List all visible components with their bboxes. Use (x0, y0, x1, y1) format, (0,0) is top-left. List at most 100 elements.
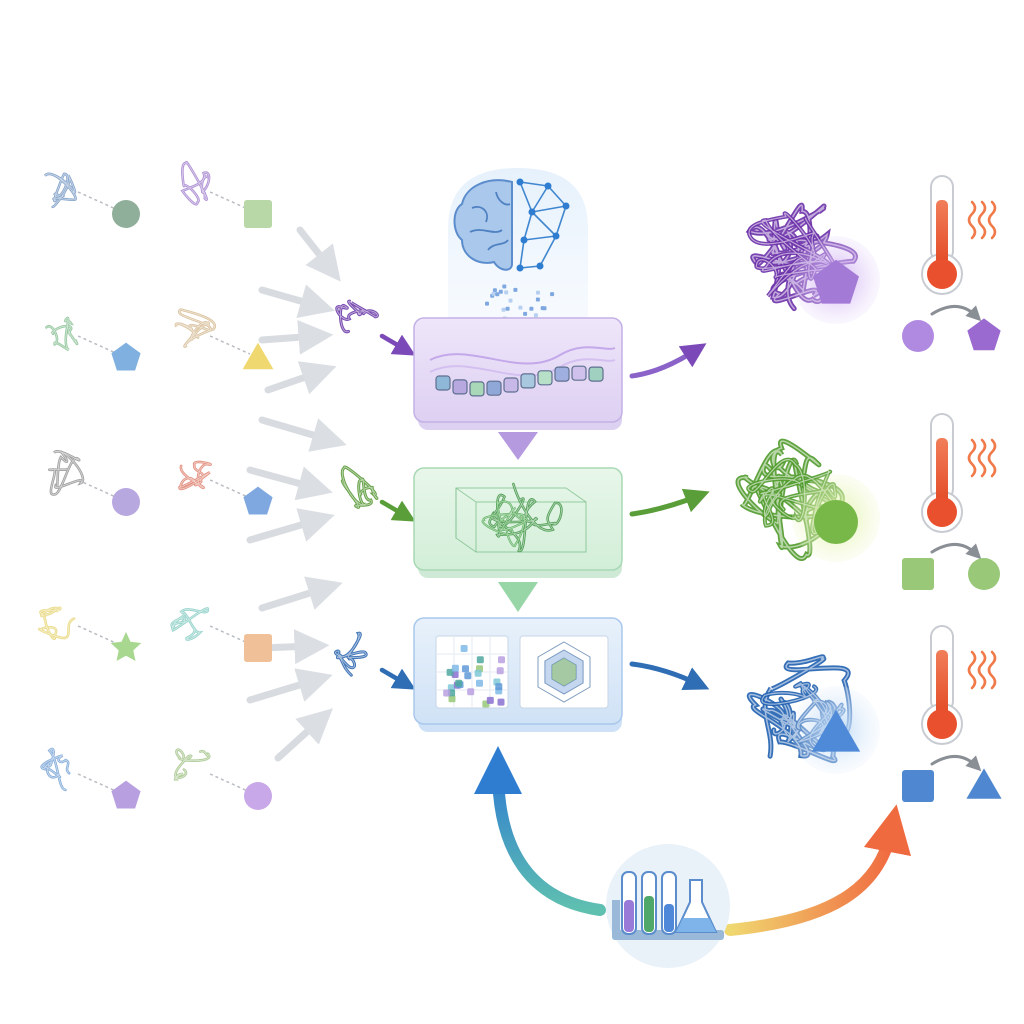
brain-network-icon (453, 178, 570, 272)
selected-arrow (379, 499, 416, 522)
thermometer-icon (921, 175, 963, 295)
pentagon-ligand-icon (111, 780, 141, 809)
library-protein (43, 172, 77, 209)
structure-down-arrow (498, 582, 538, 612)
scatter-point (443, 689, 451, 697)
module-output-arrows (629, 343, 710, 690)
sequence-down-arrow (498, 432, 538, 460)
heat-waves-icon (967, 650, 997, 690)
sequence-bead (486, 380, 502, 396)
library-protein (37, 606, 76, 641)
library-protein (180, 160, 211, 206)
triangle-ligand-icon (811, 709, 861, 752)
pentagon-end-icon (967, 318, 1001, 351)
module-structure (413, 467, 623, 612)
data-dot (485, 301, 489, 306)
flow-arrow (246, 668, 333, 704)
flow-arrow (258, 416, 347, 452)
data-dot (504, 290, 509, 295)
loop-arrow-to-screening (474, 746, 606, 916)
pentagon-ligand-icon (813, 259, 859, 304)
library-protein (45, 316, 79, 352)
scatter-point (446, 668, 454, 676)
circle-ligand-icon (112, 200, 140, 228)
square-start-icon (902, 770, 934, 802)
scatter-point (498, 656, 505, 664)
output-blue-design (746, 625, 1002, 802)
triangle-ligand-icon (242, 342, 274, 370)
output-purple-design (745, 175, 1001, 352)
library-protein (174, 308, 217, 348)
data-dot (491, 291, 496, 296)
test-tubes-flask-icon (606, 844, 730, 968)
circle-ligand-icon (112, 488, 140, 516)
library-candidate (45, 316, 141, 371)
scatter-point (460, 645, 468, 652)
data-dot (550, 292, 555, 297)
sequence-bead (503, 377, 519, 393)
heat-waves-icon (967, 438, 997, 478)
sequence-bead (435, 375, 451, 391)
data-dot (495, 292, 500, 297)
scatter-point (451, 664, 459, 672)
scatter-point (462, 665, 469, 673)
selected-arrow (379, 667, 416, 690)
circle-end-icon (968, 558, 1000, 590)
data-dot (498, 289, 503, 294)
sequence-bead (537, 370, 553, 386)
library-candidate (43, 172, 140, 228)
data-dot (535, 297, 540, 302)
designed-outputs (735, 175, 1002, 802)
structure-ribbon (481, 500, 528, 548)
heat-waves-icon (967, 200, 997, 240)
pentagon-ligand-icon (243, 486, 273, 515)
library-protein (170, 607, 210, 641)
scatter-radar-icon (435, 635, 609, 709)
library-candidate (174, 308, 274, 370)
scatter-point (496, 667, 504, 675)
sequence-bead (588, 366, 604, 382)
data-dot (502, 284, 507, 289)
library-candidate (48, 450, 140, 516)
transform-arrow (930, 755, 982, 772)
data-dot (508, 298, 513, 303)
scatter-point (495, 683, 503, 691)
candidate-library (37, 160, 274, 810)
library-protein (178, 460, 212, 491)
flow-arrow (258, 284, 335, 319)
selected-candidates (334, 299, 416, 690)
circle-ligand-icon (814, 500, 858, 544)
transform-arrow (930, 543, 982, 560)
sequence-bead (554, 366, 570, 382)
transform-arrow (930, 305, 982, 322)
loop-arrow-to-output (724, 804, 911, 936)
scatter-point (474, 669, 482, 677)
triangle-end-icon (966, 768, 1002, 799)
structure-ribbon (488, 482, 563, 553)
module-sequence (413, 317, 623, 460)
selected-protein (340, 465, 379, 509)
library-protein (173, 748, 211, 781)
pentagon-ligand-icon (111, 342, 141, 371)
library-candidate (178, 460, 273, 515)
circle-start-icon (902, 320, 934, 352)
sequence-bead (469, 381, 485, 397)
square-ligand-icon (244, 200, 272, 228)
scatter-point (464, 672, 472, 680)
scatter-point (467, 688, 475, 696)
flow-arrow (274, 708, 333, 762)
data-dot (505, 306, 510, 311)
output-green-design (735, 413, 1000, 590)
flow-arrow (258, 319, 334, 355)
flow-arrow (296, 226, 341, 282)
feedback-loop (474, 746, 911, 968)
library-protein (40, 747, 71, 792)
square-ligand-icon (244, 634, 272, 662)
scatter-point (448, 695, 456, 703)
data-dot (529, 306, 534, 311)
square-start-icon (902, 558, 934, 590)
data-dot (501, 307, 506, 312)
data-dot (513, 287, 518, 292)
library-flow-arrows (246, 226, 347, 762)
